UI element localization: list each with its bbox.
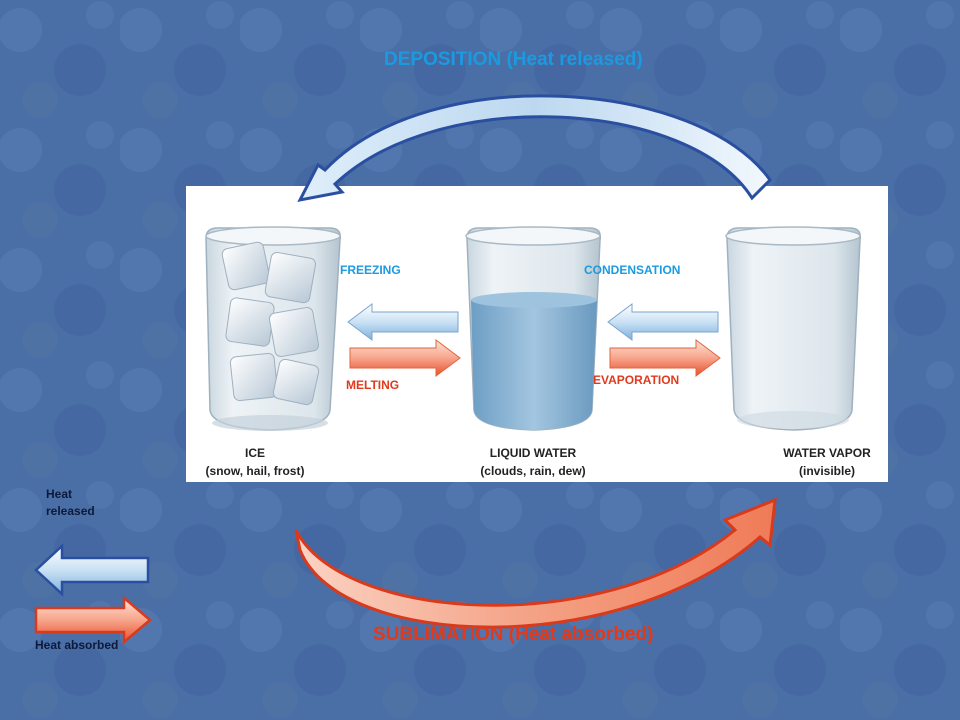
evaporation-label: EVAPORATION bbox=[593, 373, 680, 387]
legend-heat-released: Heat released bbox=[46, 486, 95, 520]
freezing-arrow-icon bbox=[347, 303, 459, 341]
ice-beaker-icon bbox=[205, 226, 342, 431]
liquid-label: LIQUID WATER (clouds, rain, dew) bbox=[458, 444, 608, 480]
legend-red-arrow-right-icon bbox=[34, 595, 152, 645]
sublimation-title: SUBLIMATION (Heat absorbed) bbox=[373, 624, 654, 645]
liquid-beaker-icon bbox=[465, 226, 602, 431]
ice-label: ICE (snow, hail, frost) bbox=[180, 444, 330, 480]
condensation-label: CONDENSATION bbox=[584, 263, 681, 277]
melting-arrow-icon bbox=[349, 339, 461, 377]
legend-blue-arrow-left-icon bbox=[34, 543, 150, 597]
legend-released-line1: Heat bbox=[46, 487, 73, 501]
liquid-name: LIQUID WATER bbox=[489, 446, 577, 460]
melting-label: MELTING bbox=[346, 378, 400, 392]
deposition-title: DEPOSITION (Heat released) bbox=[384, 49, 643, 70]
legend-released-line2: released bbox=[46, 504, 95, 518]
ice-name: ICE bbox=[244, 446, 265, 460]
sublimation-arc-arrow-icon bbox=[294, 497, 777, 629]
vapor-label: WATER VAPOR (invisible) bbox=[752, 444, 902, 480]
vapor-examples: (invisible) bbox=[798, 464, 855, 478]
vapor-beaker-icon bbox=[725, 226, 862, 431]
liquid-examples: (clouds, rain, dew) bbox=[480, 464, 586, 478]
ice-examples: (snow, hail, frost) bbox=[205, 464, 305, 478]
vapor-name: WATER VAPOR bbox=[783, 446, 871, 460]
condensation-arrow-icon bbox=[607, 303, 719, 341]
freezing-label: FREEZING bbox=[340, 263, 401, 277]
deposition-arc-arrow-icon bbox=[297, 94, 772, 203]
legend-heat-absorbed: Heat absorbed bbox=[35, 638, 119, 652]
evaporation-arrow-icon bbox=[609, 339, 721, 377]
